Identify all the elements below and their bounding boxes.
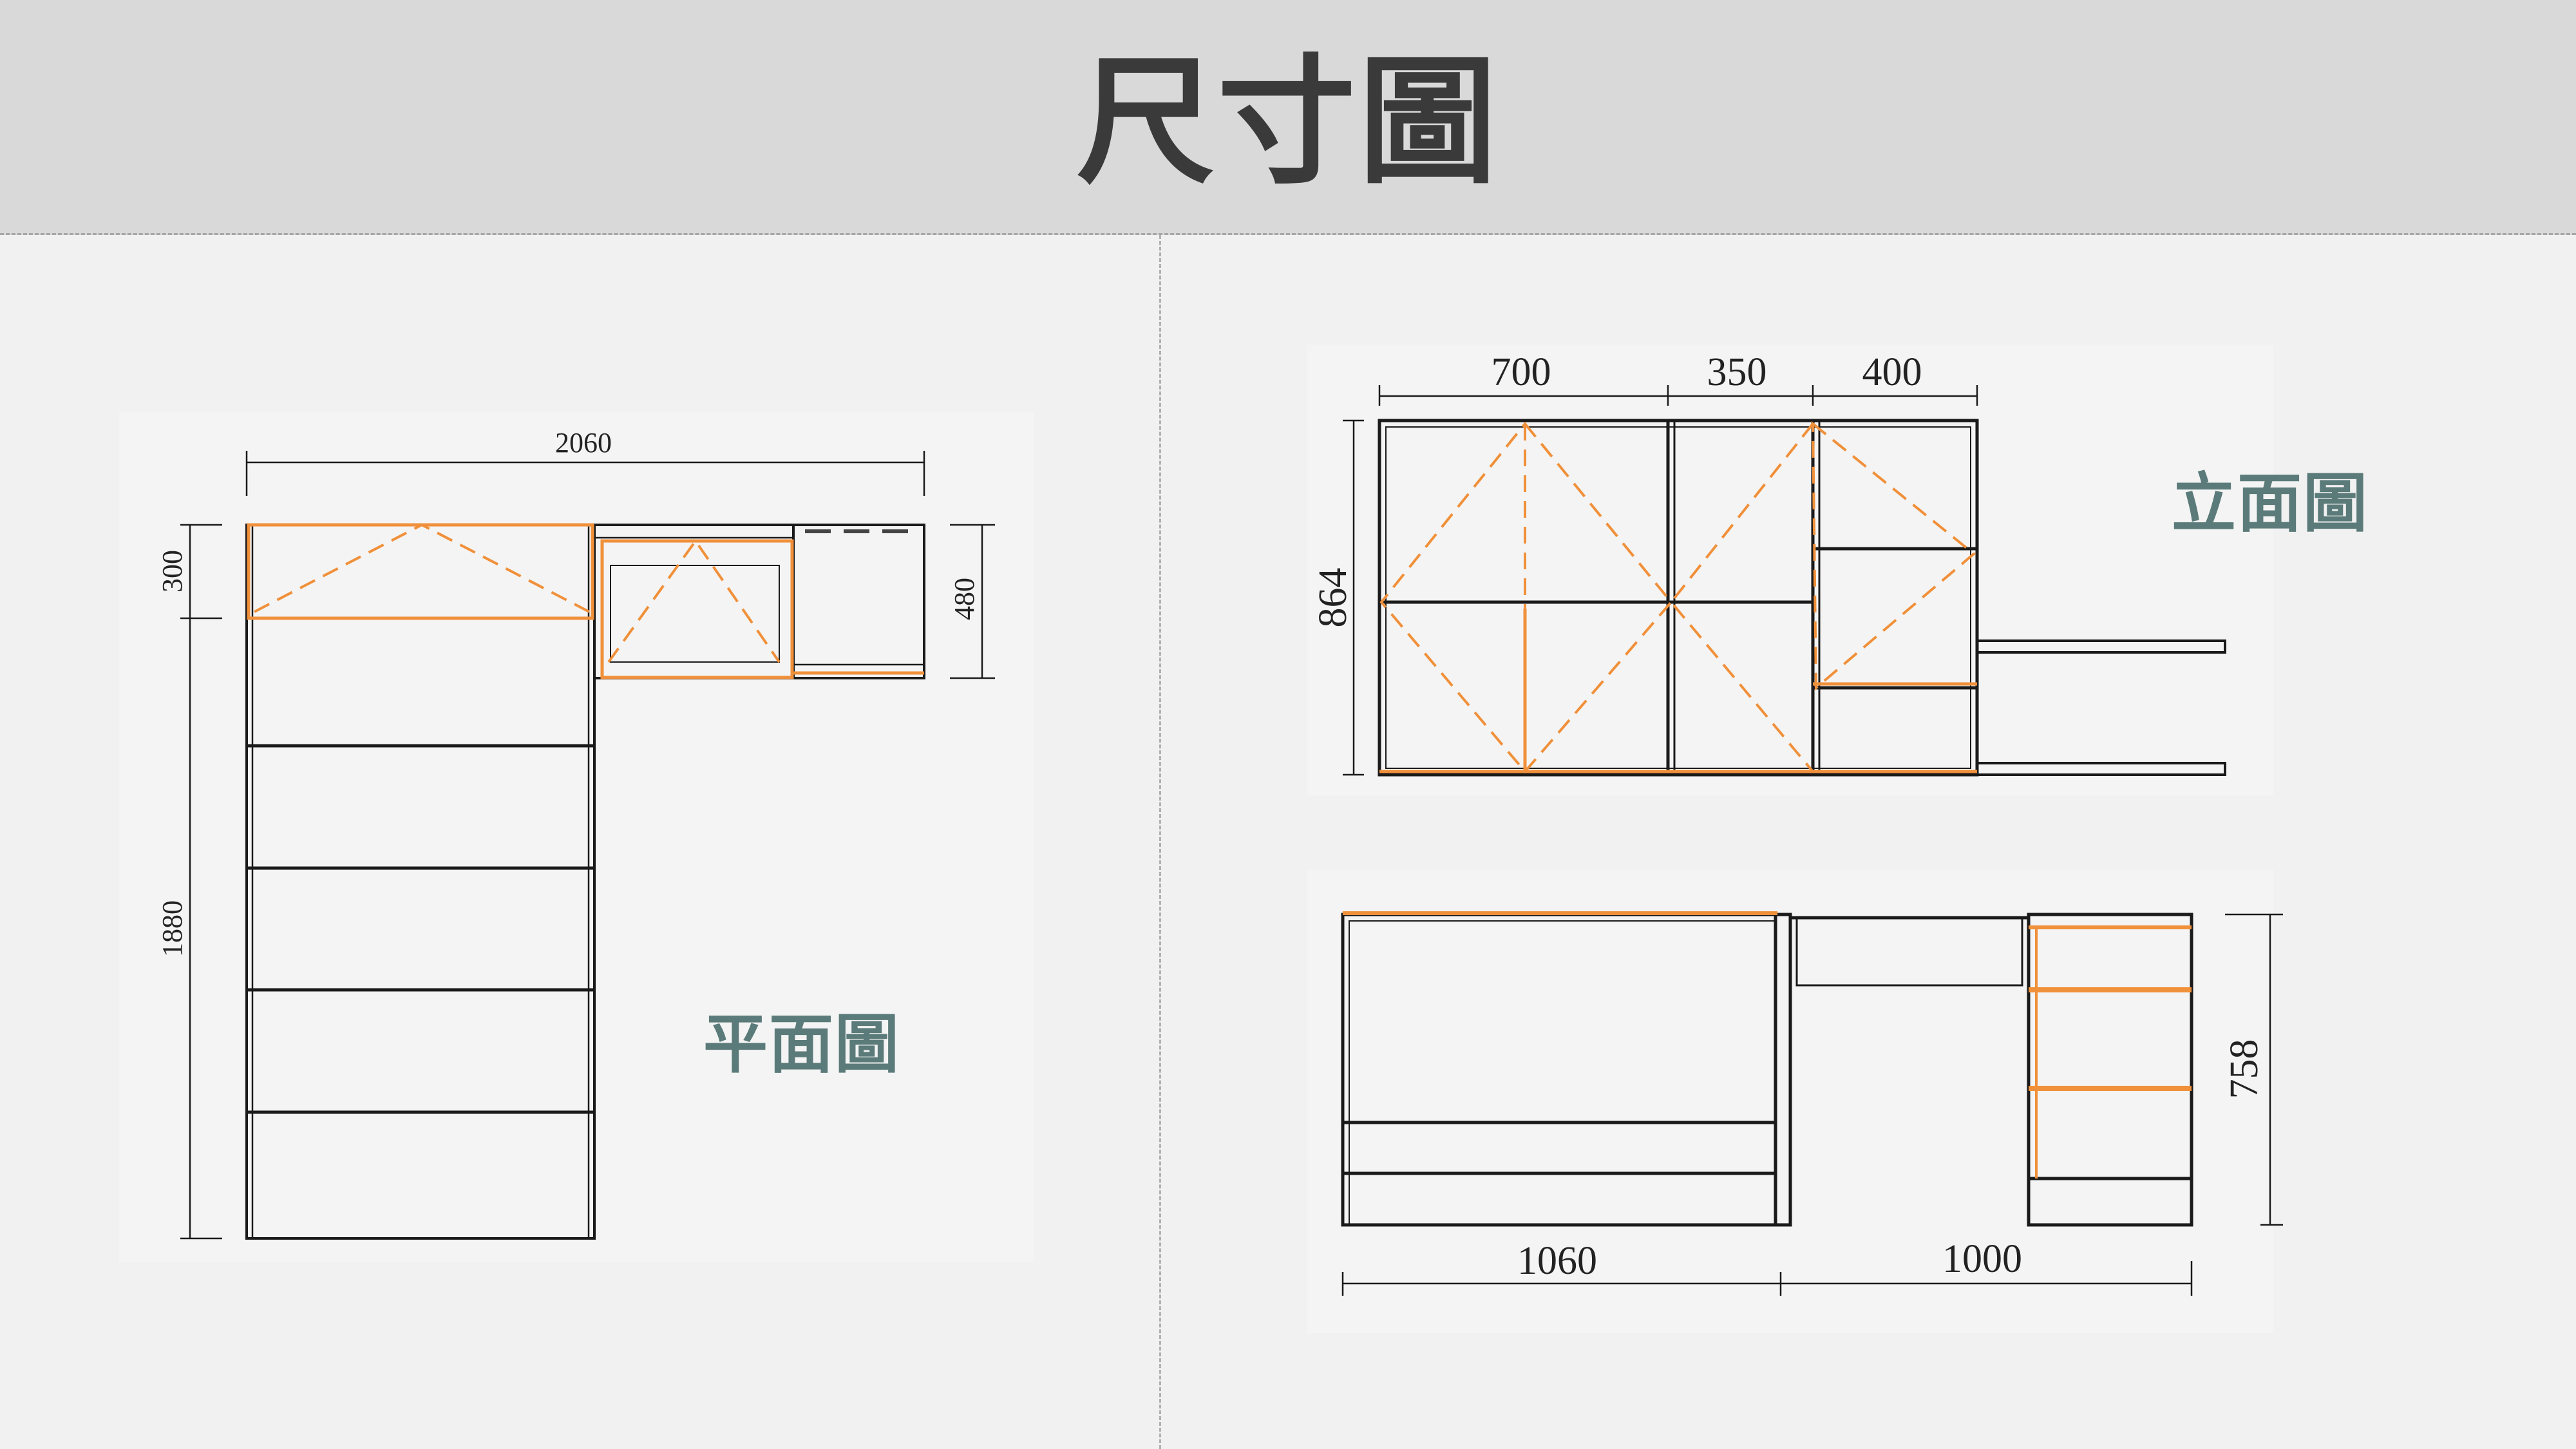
elevation-bottom-desk	[1341, 913, 1792, 1227]
plan-dim-side-depth: 480	[949, 578, 980, 620]
header-bar	[0, 0, 2576, 235]
plan-outer-outline	[245, 524, 596, 1240]
plan-accent-dashes	[254, 523, 781, 663]
elevation-top-view	[1378, 419, 2226, 777]
elevation-top-accents	[1379, 609, 1977, 773]
elevation-bottom-view	[1341, 913, 2193, 1227]
elevation-top-dim-height: 864	[1311, 568, 1355, 628]
elevation-bottom-accents	[1343, 911, 2192, 1179]
page-title: 尺寸圖	[1076, 41, 1500, 203]
elevation-bottom-dimension-lines	[1341, 913, 2283, 1296]
elevation-top-dim-w3: 400	[1862, 350, 1922, 394]
plan-dim-top-depth: 300	[156, 550, 188, 592]
plan-dimension-lines	[180, 451, 995, 1240]
plan-accents	[247, 523, 924, 679]
plan-label: 平面圖	[703, 1007, 900, 1082]
elevation-bottom-dim-w2: 1000	[1942, 1237, 2022, 1281]
plan-panel	[119, 412, 1034, 1262]
plan-side-unit	[593, 524, 925, 679]
elevation-label: 立面圖	[2172, 466, 2369, 541]
elevation-top-accent-dashes	[1379, 421, 1976, 774]
elevation-bottom-drawers	[2027, 913, 2193, 1227]
plan-dim-length: 1880	[156, 900, 188, 957]
plan-dim-overall-width: 2060	[555, 427, 612, 459]
plan-view	[245, 524, 925, 1240]
center-divider	[1159, 235, 1161, 1449]
elevation-top-dim-w2: 350	[1707, 350, 1767, 394]
elevation-top-outline	[1378, 419, 1979, 777]
elevation-top-dim-w1: 700	[1492, 350, 1551, 394]
elevation-top-dimension-lines	[1343, 385, 1978, 776]
elevation-bottom-dim-w1: 1060	[1517, 1239, 1597, 1283]
elevation-bottom-dim-height: 758	[2222, 1039, 2266, 1099]
